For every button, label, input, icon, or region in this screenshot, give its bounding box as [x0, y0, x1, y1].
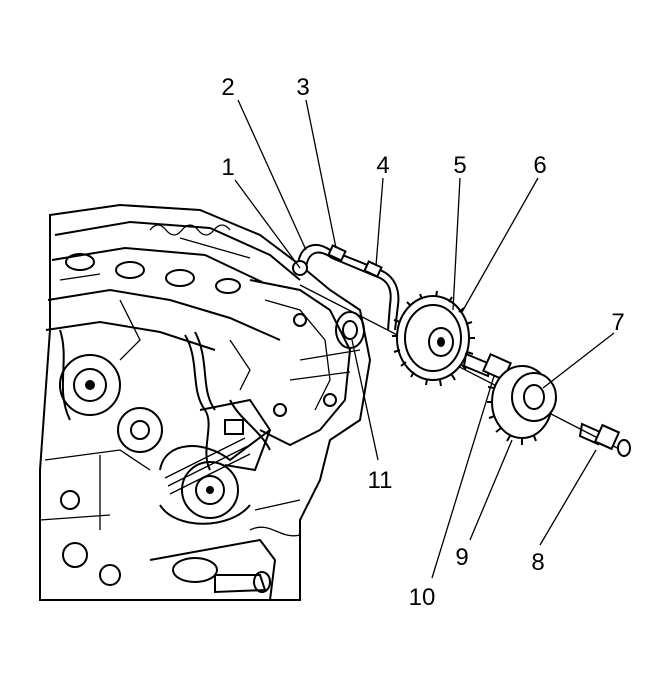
callout-9: 9 [455, 544, 468, 571]
leader-6 [461, 177, 539, 313]
callout-11: 11 [368, 467, 393, 494]
callout-labels: 1 2 3 4 5 6 7 8 9 10 11 [221, 74, 624, 611]
callout-10: 10 [409, 584, 436, 611]
callout-5: 5 [453, 152, 466, 179]
leader-1 [234, 179, 301, 269]
exhaust-camshaft-sprocket [487, 365, 557, 445]
sprocket-bolt-8 [578, 422, 631, 457]
callout-2: 2 [221, 74, 234, 101]
leader-4 [375, 177, 384, 267]
leader-10 [431, 375, 495, 579]
callout-6: 6 [533, 152, 546, 179]
leader-3 [305, 99, 337, 249]
leader-11 [351, 339, 379, 461]
callout-1: 1 [221, 154, 234, 181]
engine-block [39, 203, 372, 601]
leader-8 [539, 449, 597, 546]
callout-4: 4 [376, 152, 389, 179]
callout-3: 3 [296, 74, 309, 101]
intake-camshaft-sprocket [392, 290, 475, 387]
leader-5 [452, 177, 461, 311]
leader-9 [469, 439, 513, 541]
assembly-axis-line [299, 284, 626, 453]
callout-7: 7 [611, 309, 624, 336]
oil-feed-tube [292, 244, 400, 331]
leader-2 [237, 99, 307, 251]
callout-8: 8 [531, 549, 544, 576]
leader-lines [234, 99, 615, 579]
leader-7 [542, 332, 615, 389]
